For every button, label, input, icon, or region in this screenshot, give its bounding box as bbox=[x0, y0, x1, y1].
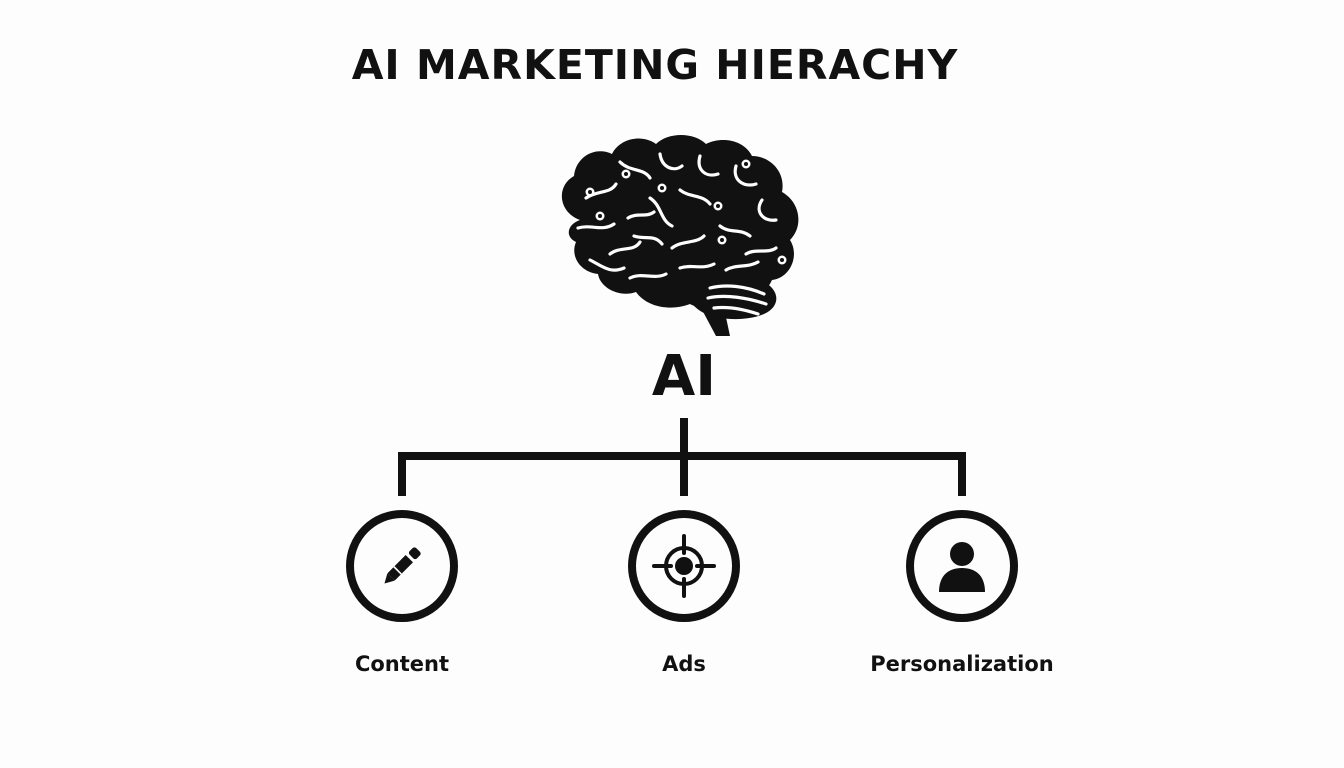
personalization-node-label: Personalization bbox=[870, 652, 1054, 676]
ads-node-label: Ads bbox=[662, 652, 706, 676]
root-node-label: AI bbox=[651, 344, 717, 409]
content-node-label: Content bbox=[354, 652, 450, 676]
ads-node bbox=[628, 510, 740, 622]
user-icon bbox=[939, 542, 985, 592]
pen-icon bbox=[384, 547, 421, 584]
target-icon bbox=[652, 534, 716, 598]
brain-icon bbox=[561, 135, 799, 336]
content-node bbox=[346, 510, 458, 622]
personalization-node bbox=[906, 510, 1018, 622]
diagram-title: AI MARKETING HIERACHY bbox=[351, 41, 959, 89]
